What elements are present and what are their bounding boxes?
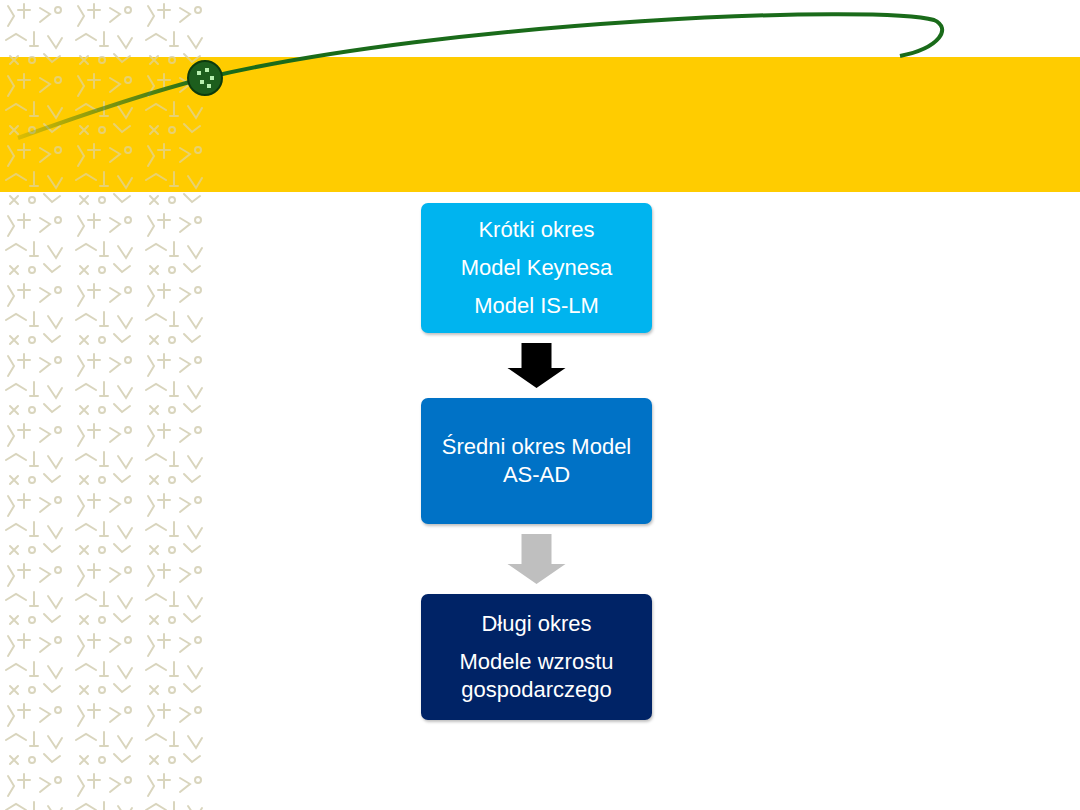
box-text: Średni okres Model AS-AD — [433, 433, 640, 489]
box-text: Długi okres — [481, 610, 591, 638]
process-box: Średni okres Model AS-AD — [421, 398, 652, 524]
process-box: Krótki okresModel KeynesaModel IS-LM — [421, 203, 652, 333]
band-pattern — [0, 57, 210, 192]
box-text: Model Keynesa — [461, 254, 613, 282]
box-text: Model IS-LM — [474, 292, 599, 320]
orbit-arc — [18, 14, 942, 138]
dot-sparks — [197, 68, 214, 88]
orbit-dot — [188, 61, 222, 95]
box-text: Krótki okres — [478, 216, 594, 244]
block-arrow — [508, 343, 566, 388]
box-text: Modele wzrostu gospodarczego — [433, 648, 640, 704]
block-arrow — [508, 534, 566, 584]
process-box: Długi okresModele wzrostu gospodarczego — [421, 594, 652, 720]
pattern-strip — [0, 0, 210, 810]
title-band — [0, 57, 1080, 192]
